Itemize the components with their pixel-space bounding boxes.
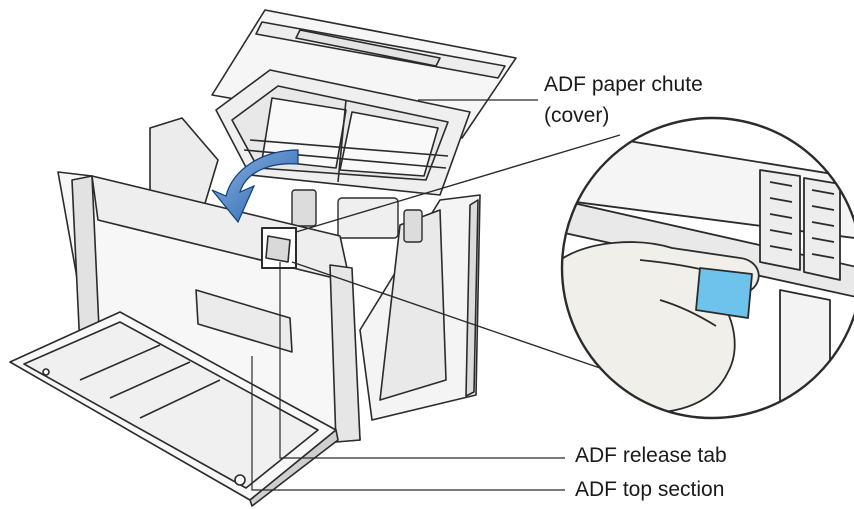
zoom-callout (560, 116, 854, 420)
release-tab-leader (279, 262, 565, 459)
adf-top-section (57, 171, 361, 443)
top-section-leader (251, 356, 565, 491)
release-tab-closeup (695, 267, 753, 319)
output-tray (9, 311, 339, 507)
label-adf-paper-chute-cover: (cover) (544, 104, 610, 127)
scanner-body (149, 117, 481, 421)
close-direction-arrow (211, 149, 299, 224)
label-adf-top-section: ADF top section (575, 478, 725, 501)
label-adf-paper-chute: ADF paper chute (544, 73, 703, 96)
zoom-connector-lines (291, 134, 621, 369)
label-adf-release-tab: ADF release tab (575, 444, 727, 467)
leader-lines (251, 99, 565, 491)
